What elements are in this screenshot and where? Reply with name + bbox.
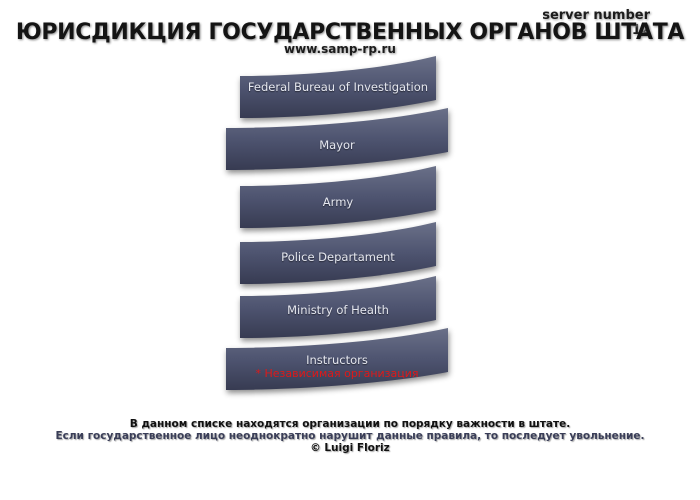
server-number: server number 12	[542, 8, 650, 38]
page-title: ЮРИСДИКЦИЯ ГОСУДАРСТВЕННЫХ ОРГАНОВ ШТАТА	[15, 20, 685, 45]
independent-org-note: * Независимая организация	[255, 367, 419, 380]
agency-label: Federal Bureau of Investigation	[247, 80, 429, 94]
footer-note-dismissal: Если государственное лицо неоднократно н…	[55, 430, 645, 442]
agency-flag-police: Police Departament	[240, 222, 436, 284]
agency-flag-instructors: Instructors * Независимая организация	[226, 328, 448, 390]
agency-label: Police Departament	[281, 250, 395, 264]
agency-flag-health: Ministry of Health	[240, 276, 436, 338]
footer-note-order: В данном списке находятся организации по…	[129, 418, 571, 430]
agency-flag-mayor: Mayor	[226, 108, 448, 170]
site-url: www.samp-rp.ru	[284, 42, 396, 56]
agency-flag-fbi: Federal Bureau of Investigation	[240, 56, 436, 118]
agency-label: Mayor	[319, 138, 355, 152]
copyright: © Luigi Floriz	[310, 442, 390, 454]
agency-label: Ministry of Health	[287, 303, 389, 317]
agency-label: Instructors	[306, 353, 368, 367]
agency-label: Army	[322, 195, 354, 209]
agency-flag-army: Army	[240, 166, 436, 228]
